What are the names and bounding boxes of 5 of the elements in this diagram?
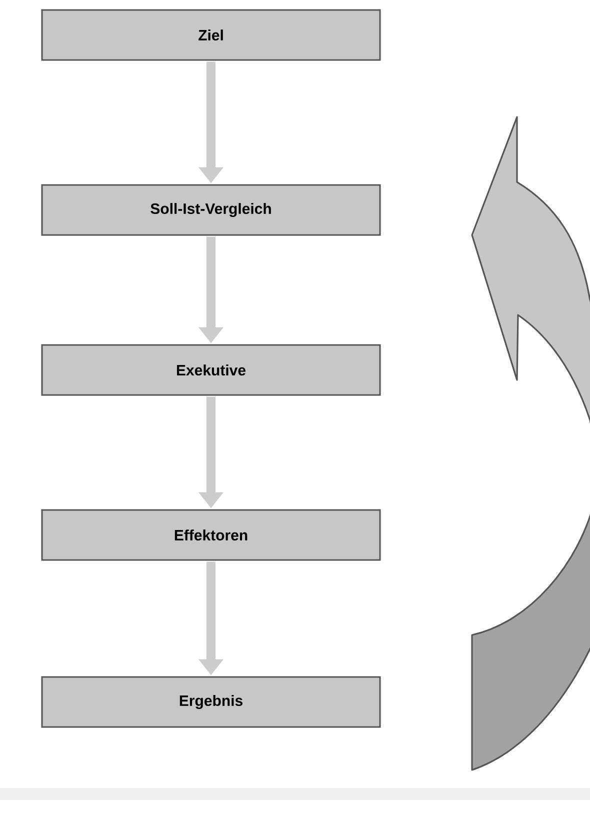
process-box: Exekutive	[41, 344, 381, 396]
process-box: Ergebnis	[41, 676, 381, 728]
process-box: Effektoren	[41, 509, 381, 561]
process-box: Ziel	[41, 9, 381, 61]
process-box: Soll-Ist-Vergleich	[41, 184, 381, 236]
